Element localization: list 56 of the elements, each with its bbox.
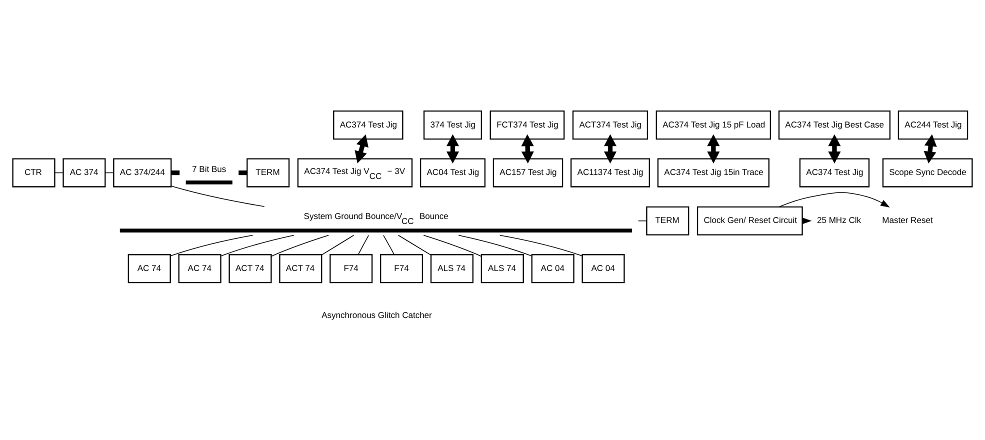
node-box: AC374 Test Jig	[799, 158, 870, 187]
connector	[638, 220, 647, 221]
connector	[220, 234, 294, 256]
node-box: AC 74	[128, 254, 171, 283]
arrow	[446, 134, 460, 164]
node-box: Scope Sync Decode	[882, 158, 973, 187]
node-box: AC157 Test Jig	[492, 158, 564, 187]
node-box: ALS 74	[480, 254, 524, 283]
arrow	[604, 134, 617, 164]
node-box: F74	[380, 254, 424, 283]
arrow	[828, 134, 841, 164]
node-box: AC374 Test Jig Best Case	[778, 110, 891, 140]
node-box: ACT 74	[228, 254, 272, 283]
node-box: CTR	[12, 158, 56, 187]
node-box: AC374 Test Jig 15 pF Load	[656, 110, 772, 140]
connector	[238, 170, 248, 175]
connector	[321, 234, 354, 255]
node-box: AC04 Test Jig	[420, 158, 486, 187]
connector	[383, 234, 395, 254]
connector	[171, 185, 265, 206]
connector	[398, 234, 432, 255]
node-box: AC374 Test Jig 15in Trace	[657, 158, 770, 187]
connector	[423, 234, 482, 256]
node-box: AC 374/244	[113, 158, 172, 187]
node-box: AC 74	[178, 254, 222, 283]
connector	[171, 170, 180, 175]
node-box: AC244 Test Jig	[898, 110, 968, 140]
node-box: AC 374	[62, 158, 106, 187]
connector	[458, 234, 532, 256]
arrow	[778, 192, 890, 207]
connector	[170, 234, 254, 256]
arrow	[354, 134, 368, 163]
node-box: TERM	[646, 206, 690, 235]
node-bar	[186, 180, 232, 184]
node-bar	[120, 228, 632, 232]
node-box: ACT 74	[279, 254, 322, 283]
node-box: FCT374 Test Jig	[490, 110, 565, 140]
arrow	[707, 134, 720, 164]
connector	[499, 234, 582, 256]
node-text: Master Reset	[882, 214, 933, 225]
node-box: ALS 74	[430, 254, 474, 283]
node-box: F74	[330, 254, 373, 283]
node-box: TERM	[246, 158, 290, 187]
connector	[358, 234, 369, 254]
node-box: AC11374 Test Jig	[570, 158, 650, 187]
node-text: 25 MHz Clk	[817, 214, 862, 225]
node-box: 374 Test Jig	[423, 110, 482, 140]
node-label: 7 Bit Bus	[192, 163, 226, 174]
arrow	[521, 134, 534, 164]
connector	[270, 234, 329, 256]
label: Asynchronous Glitch Catcher	[322, 310, 432, 320]
node-box: AC 04	[582, 254, 625, 283]
node-box: ACT374 Test Jig	[572, 110, 648, 140]
node-box: AC 04	[531, 254, 574, 283]
node-box: AC374 Test Jig	[333, 110, 404, 140]
arrow	[924, 134, 937, 163]
